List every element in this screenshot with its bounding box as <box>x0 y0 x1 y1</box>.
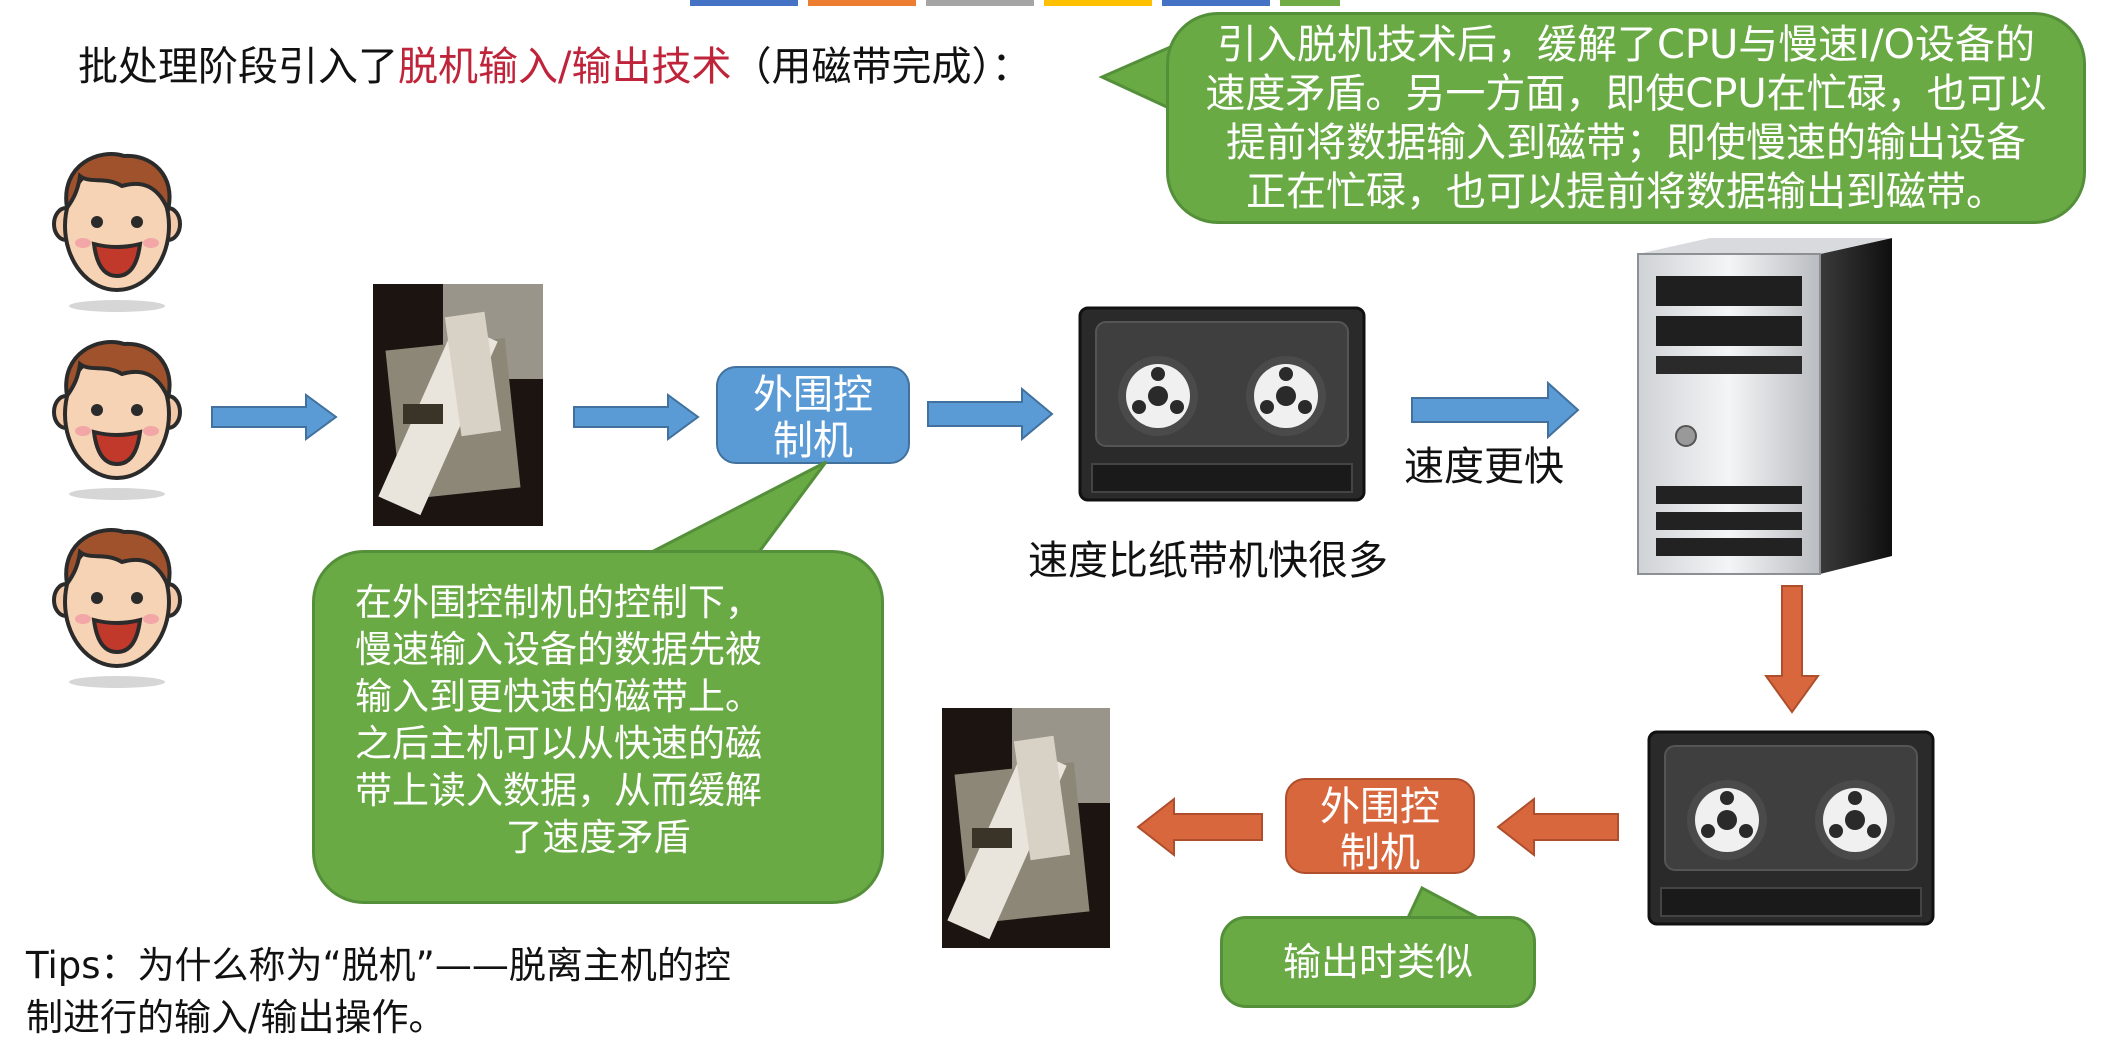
middle-callout-line: 在外围控制机的控制下， <box>355 581 762 624</box>
top-callout-line: 引入脱机技术后，缓解了CPU与慢速I/O设备的 <box>1216 22 2036 68</box>
peripheral-controller-input: 外围控 制机 <box>716 366 910 464</box>
paper-tape-output-image <box>942 708 1110 948</box>
output-similar-callout: 输出时类似 <box>1220 916 1536 1008</box>
tape-speed-label: 速度比纸带机快很多 <box>1028 538 1388 584</box>
middle-callout-line: 之后主机可以从快速的磁 <box>355 722 762 765</box>
middle-callout-line: 带上读入数据，从而缓解 <box>355 769 762 812</box>
magnetic-tape-drive-icon <box>1078 306 1366 502</box>
middle-callout-line: 了速度矛盾 <box>505 816 691 859</box>
controller-label-line: 外围控 <box>1320 784 1440 830</box>
host-computer-icon <box>1637 238 1892 575</box>
arrow-left-icon <box>1136 796 1263 858</box>
slide-title: 批处理阶段引入了脱机输入/输出技术（用磁带完成）： <box>78 34 1031 92</box>
top-callout-line: 速度矛盾。另一方面，即使CPU在忙碌，也可以 <box>1205 71 2047 117</box>
top-callout-line: 提前将数据输入到磁带；即使慢速的输出设备 <box>1226 120 2026 166</box>
user-face-icon <box>52 152 182 312</box>
tips-text: Tips：为什么称为“脱机”——脱离主机的控 制进行的输入/输出操作。 <box>26 940 731 1044</box>
arrow-down-icon <box>1764 585 1820 714</box>
user-face-icon <box>52 528 182 688</box>
paper-tape-reader-image <box>373 284 543 526</box>
title-suffix: （用磁带完成）： <box>731 44 1032 90</box>
arrow-right-icon <box>1411 380 1580 440</box>
middle-callout-tail <box>642 460 828 560</box>
arrow-right-icon <box>927 386 1054 442</box>
middle-callout-line: 慢速输入设备的数据先被 <box>355 628 762 671</box>
top-callout-line: 正在忙碌，也可以提前将数据输出到磁带。 <box>1246 169 2006 215</box>
user-face-icon <box>52 340 182 500</box>
arrow-right-icon <box>573 393 700 441</box>
peripheral-controller-output: 外围控 制机 <box>1285 778 1475 876</box>
magnetic-tape-drive-icon <box>1647 730 1935 926</box>
middle-callout: 在外围控制机的控制下， 慢速输入设备的数据先被 输入到更快速的磁带上。 之后主机… <box>312 550 884 904</box>
tips-line: 制进行的输入/输出操作。 <box>26 996 446 1039</box>
arrow-left-icon <box>1496 796 1619 858</box>
controller-label-line: 制机 <box>1340 830 1420 876</box>
arrow-right-icon <box>211 393 338 441</box>
faster-label: 速度更快 <box>1404 444 1564 490</box>
controller-label-line: 制机 <box>773 418 853 464</box>
middle-callout-line: 输入到更快速的磁带上。 <box>355 675 762 718</box>
controller-label-line: 外围控 <box>753 372 873 418</box>
top-callout: 引入脱机技术后，缓解了CPU与慢速I/O设备的 速度矛盾。另一方面，即使CPU在… <box>1166 12 2086 224</box>
tips-line: Tips：为什么称为“脱机”——脱离主机的控 <box>26 944 731 987</box>
top-tab-strip <box>690 0 1340 6</box>
title-highlight: 脱机输入/输出技术 <box>398 44 732 90</box>
title-prefix: 批处理阶段引入了 <box>78 44 398 90</box>
